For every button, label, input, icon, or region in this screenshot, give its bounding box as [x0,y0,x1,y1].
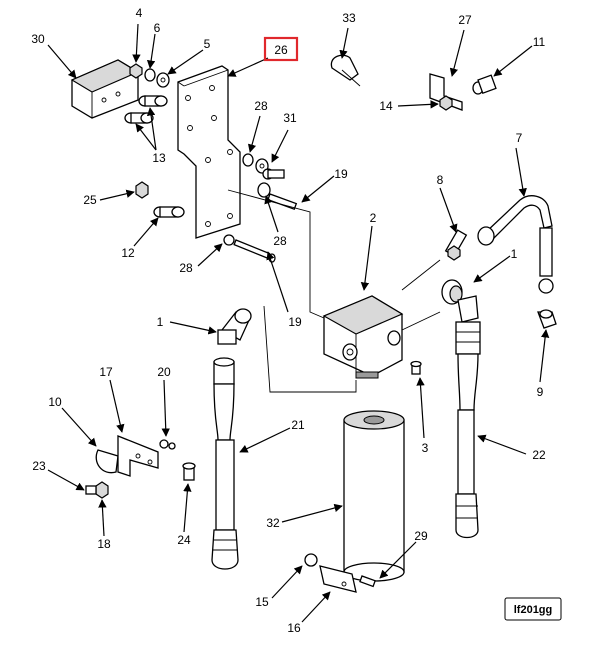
callout-32: 32 [266,516,280,530]
callout-23: 23 [32,459,46,473]
drain-screw-part [410,360,422,375]
callout-25: 25 [83,193,97,207]
callout-16: 16 [287,621,301,635]
lower-bracket-part [304,553,376,593]
spacer-nut-part [135,181,185,218]
callout-18: 18 [97,537,111,551]
callout-1-right: 1 [511,247,518,261]
swivel-fitting-part [441,279,479,323]
callout-28-right: 28 [273,234,287,248]
filter-head-part [322,295,404,379]
callout-3: 3 [422,441,429,455]
filter-element-part [343,410,405,582]
callout-26: 26 [274,43,288,57]
callout-7: 7 [516,131,523,145]
callout-27: 27 [458,13,472,27]
callout-6: 6 [154,21,161,35]
small-bracket-part [429,73,497,111]
callout-4: 4 [136,6,143,20]
callout-9: 9 [537,385,544,399]
callout-22: 22 [532,448,546,462]
figure-tag: lf201gg [504,597,562,621]
callout-28-upper: 28 [254,99,268,113]
bent-tube-part [477,195,554,294]
callout-19-upper: 19 [334,167,348,181]
callout-19-lower: 19 [288,315,302,329]
clamp-part [330,54,361,87]
callout-28-lower: 28 [179,261,193,275]
callout-30: 30 [31,32,45,46]
callout-labels: 4 6 5 30 26 33 27 11 14 13 28 31 7 19 8 … [31,6,546,635]
callout-2: 2 [370,211,377,225]
mounting-block-part [70,59,140,119]
callout-15: 15 [255,595,269,609]
highlight-box-26 [263,36,299,62]
mounting-bracket-part [177,65,241,239]
callout-17: 17 [99,365,113,379]
callout-11: 11 [533,35,546,49]
callout-13: 13 [152,151,166,165]
callout-8: 8 [437,173,444,187]
lower-left-bracket-part [85,435,196,499]
callout-1-left: 1 [157,315,164,329]
left-hose-part [211,357,239,570]
leader-lines [47,23,550,623]
figure-tag-label: lf201gg [514,604,553,616]
callout-20: 20 [157,365,171,379]
elbow-fitting-part [217,308,252,345]
callout-14: 14 [379,99,393,113]
callout-31: 31 [283,111,297,125]
routing-lines [227,189,441,393]
callout-21: 21 [291,418,305,432]
right-hose-part [455,321,481,539]
small-elbow-part [537,309,557,329]
callout-33: 33 [342,11,356,25]
callout-24: 24 [177,533,191,547]
callout-5: 5 [204,37,211,51]
callout-12: 12 [121,246,135,260]
callout-10: 10 [48,395,62,409]
straight-fitting-part [444,229,468,261]
callout-29: 29 [414,529,428,543]
nut-washer-part [129,63,170,88]
